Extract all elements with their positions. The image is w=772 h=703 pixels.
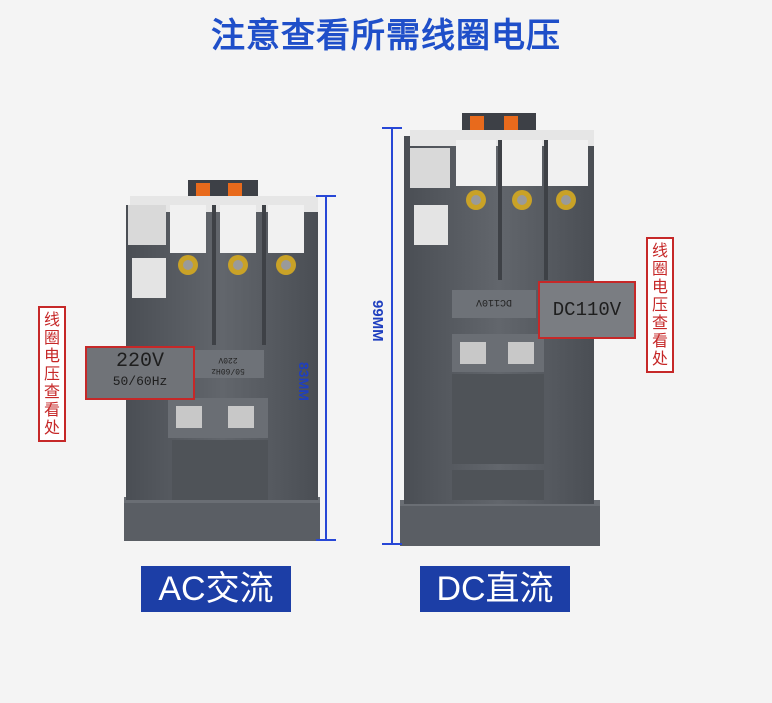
ac-coil-note: 线圈电压查看处	[38, 306, 66, 442]
dc-plate: DC110V	[476, 296, 513, 307]
ac-voltage-callout: 220V 50/60Hz	[85, 346, 195, 400]
dc-coil-note: 线圈电压查看处	[646, 237, 674, 373]
ac-frequency-value: 50/60Hz	[112, 374, 168, 389]
dc-height-dimension: 99MM	[369, 300, 386, 342]
ac-plate: 50/60Hz 220V	[198, 352, 258, 376]
ac-plate-sub: 50/60Hz	[211, 366, 245, 375]
ac-label: AC交流	[141, 566, 291, 612]
dc-label: DC直流	[420, 566, 570, 612]
dc-contactor	[382, 113, 600, 546]
ac-height-dimension: 83MM	[296, 362, 312, 401]
dc-voltage-value: DC110V	[552, 299, 622, 321]
ac-plate-voltage: 220V	[218, 355, 238, 364]
ac-contactor	[124, 180, 336, 541]
page-title: 注意查看所需线圈电压	[211, 16, 561, 56]
ac-voltage-value: 220V	[115, 350, 164, 373]
dc-voltage-callout: DC110V	[538, 281, 636, 339]
